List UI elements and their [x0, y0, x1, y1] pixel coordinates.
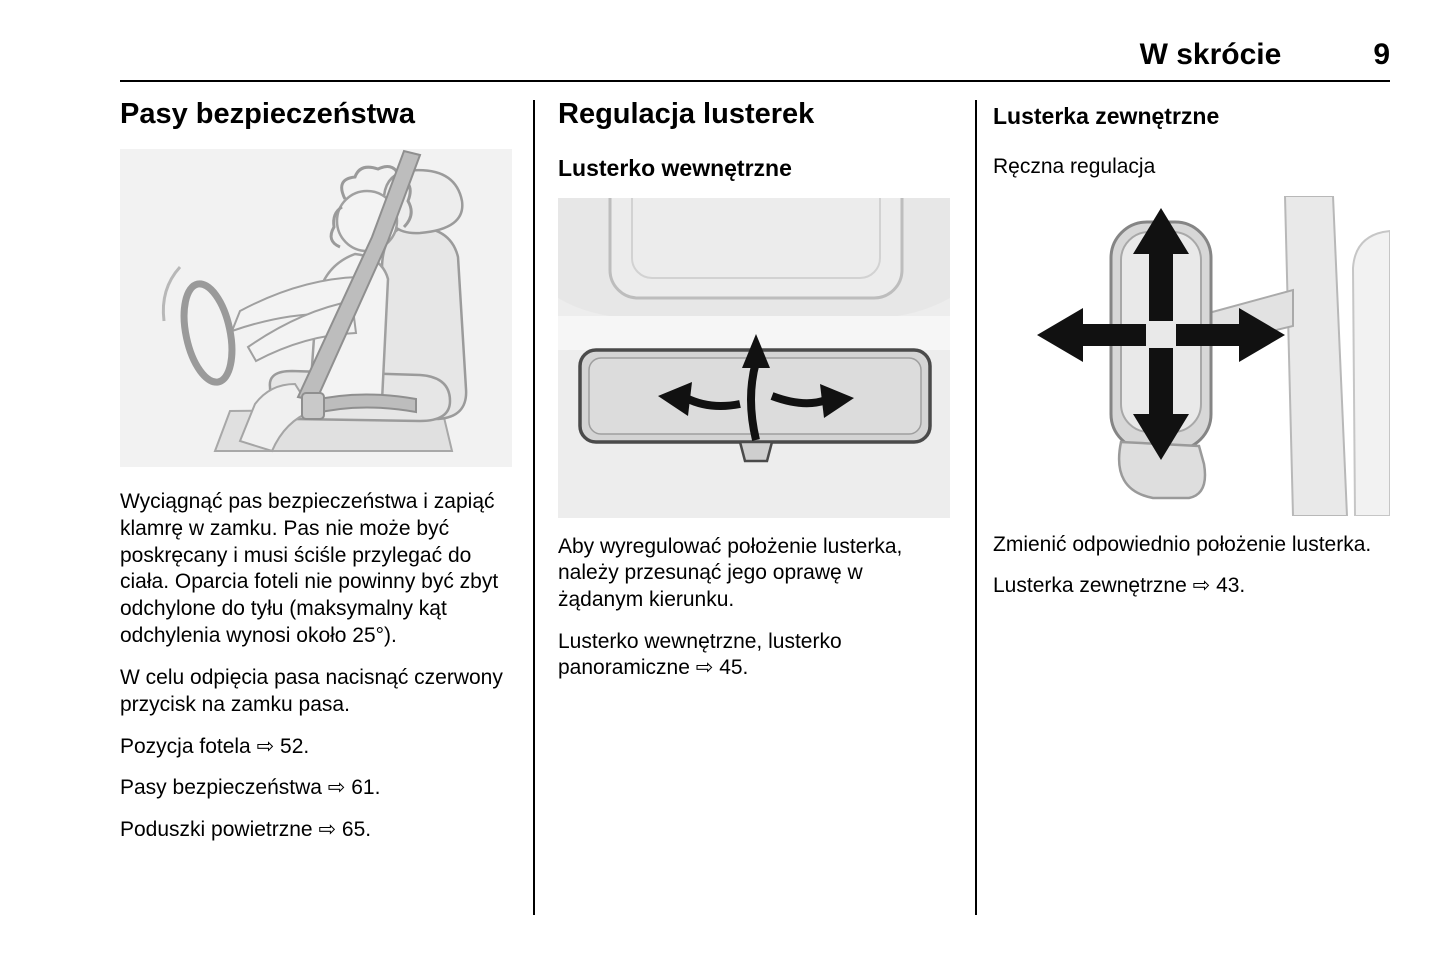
up-arrow-icon: [1133, 207, 1189, 321]
belt-buckle: [301, 392, 325, 421]
column-divider-1: [533, 100, 535, 915]
cross-reference-page: 61.: [351, 776, 381, 800]
left-arrow-icon: [1037, 307, 1146, 362]
mirror-adjustment-paragraph: Aby wyregulować położenie lusterka, nale…: [558, 534, 903, 612]
cross-reference-arrow-icon: ⇨: [327, 776, 346, 800]
driver-seatbelt-svg: [120, 149, 512, 468]
cross-reference-label: Pozycja fotela: [120, 734, 251, 758]
page-number: 9: [1373, 38, 1390, 71]
cross-reference-label: Lusterko wewnętrzne, lusterko panoramicz…: [558, 629, 842, 680]
header-rule: [120, 80, 1390, 82]
dashboard-line: [161, 266, 182, 322]
door-window: [1351, 229, 1390, 516]
cross-reference-arrow-icon: ⇨: [318, 817, 337, 841]
column-seatbelts: Pasy bezpieczeństwa: [120, 98, 512, 844]
down-arrow-icon: [1133, 347, 1189, 460]
seatbelts-paragraph-2: W celu odpięcia pasa nacisnąć czerwony p…: [120, 666, 503, 716]
driver-seatbelt-illustration: [120, 149, 512, 468]
seatbelts-paragraph-1: Wyciągnąć pas bezpieczeństwa i zapiąć kl…: [120, 490, 499, 647]
cross-reference-arrow-icon: ⇨: [695, 656, 714, 680]
cross-reference-seat-position: Pozycja fotela ⇨ 52.: [120, 734, 512, 761]
exterior-mirror-illustration: [993, 195, 1391, 516]
cross-reference-label: Lusterka zewnętrzne: [993, 574, 1187, 598]
cross-reference-page: 43.: [1216, 574, 1246, 598]
door-pillar: [1283, 195, 1349, 516]
lap-belt: [308, 393, 417, 416]
subheading-interior-mirror: Lusterko wewnętrzne: [558, 155, 792, 182]
column-mirror-adjustment: Regulacja lusterek Lusterko wewnętrzne: [558, 98, 950, 682]
exterior-mirror-paragraph: Zmienić odpowiednio położenie lusterka.: [993, 532, 1372, 556]
page-header: W skrócie 9: [120, 38, 1390, 72]
person-legs: [238, 383, 314, 453]
shoulder-belt: [296, 150, 422, 403]
mirror-base: [1117, 440, 1207, 499]
rotation-arrows-icon: [658, 333, 854, 441]
column-exterior-mirrors: Lusterka zewnętrzne Ręczna regulacja Zmi…: [993, 98, 1391, 600]
cross-reference-label: Poduszki powietrzne: [120, 817, 313, 841]
cross-reference-page: 52.: [280, 734, 310, 758]
person-hair-side: [329, 206, 343, 249]
steering-wheel: [180, 280, 236, 386]
heading-mirror-adjustment: Regulacja lusterek: [558, 98, 815, 130]
heading-exterior-mirrors: Lusterka zewnętrzne: [993, 103, 1220, 129]
exterior-mirror-svg: [993, 195, 1390, 516]
subheading-manual-adjustment: Ręczna regulacja: [993, 155, 1156, 179]
interior-mirror-illustration: [558, 197, 950, 518]
cross-reference-arrow-icon: ⇨: [256, 734, 275, 758]
column-divider-2: [975, 100, 977, 915]
mirror-stem: [738, 440, 774, 463]
cross-reference-label: Pasy bezpieczeństwa: [120, 776, 322, 800]
roof-console-outline: [608, 197, 904, 300]
section-title: W skrócie: [1139, 38, 1282, 71]
heading-seatbelts: Pasy bezpieczeństwa: [120, 98, 415, 130]
right-arrow-icon: [1176, 307, 1285, 362]
roof-console-inner: [631, 197, 881, 279]
interior-mirror-svg: [558, 197, 950, 518]
cross-reference-page: 65.: [341, 817, 372, 841]
person-hair: [340, 165, 413, 229]
cross-reference-airbags: Poduszki powietrzne ⇨ 65.: [120, 817, 512, 844]
cross-reference-interior-mirror: Lusterko wewnętrzne, lusterko panoramicz…: [558, 629, 950, 682]
cross-reference-page: 45.: [719, 656, 749, 680]
cross-reference-exterior-mirrors: Lusterka zewnętrzne ⇨ 43.: [993, 573, 1378, 600]
cross-reference-seatbelts: Pasy bezpieczeństwa ⇨ 61.: [120, 775, 512, 802]
cross-reference-arrow-icon: ⇨: [1192, 574, 1211, 598]
